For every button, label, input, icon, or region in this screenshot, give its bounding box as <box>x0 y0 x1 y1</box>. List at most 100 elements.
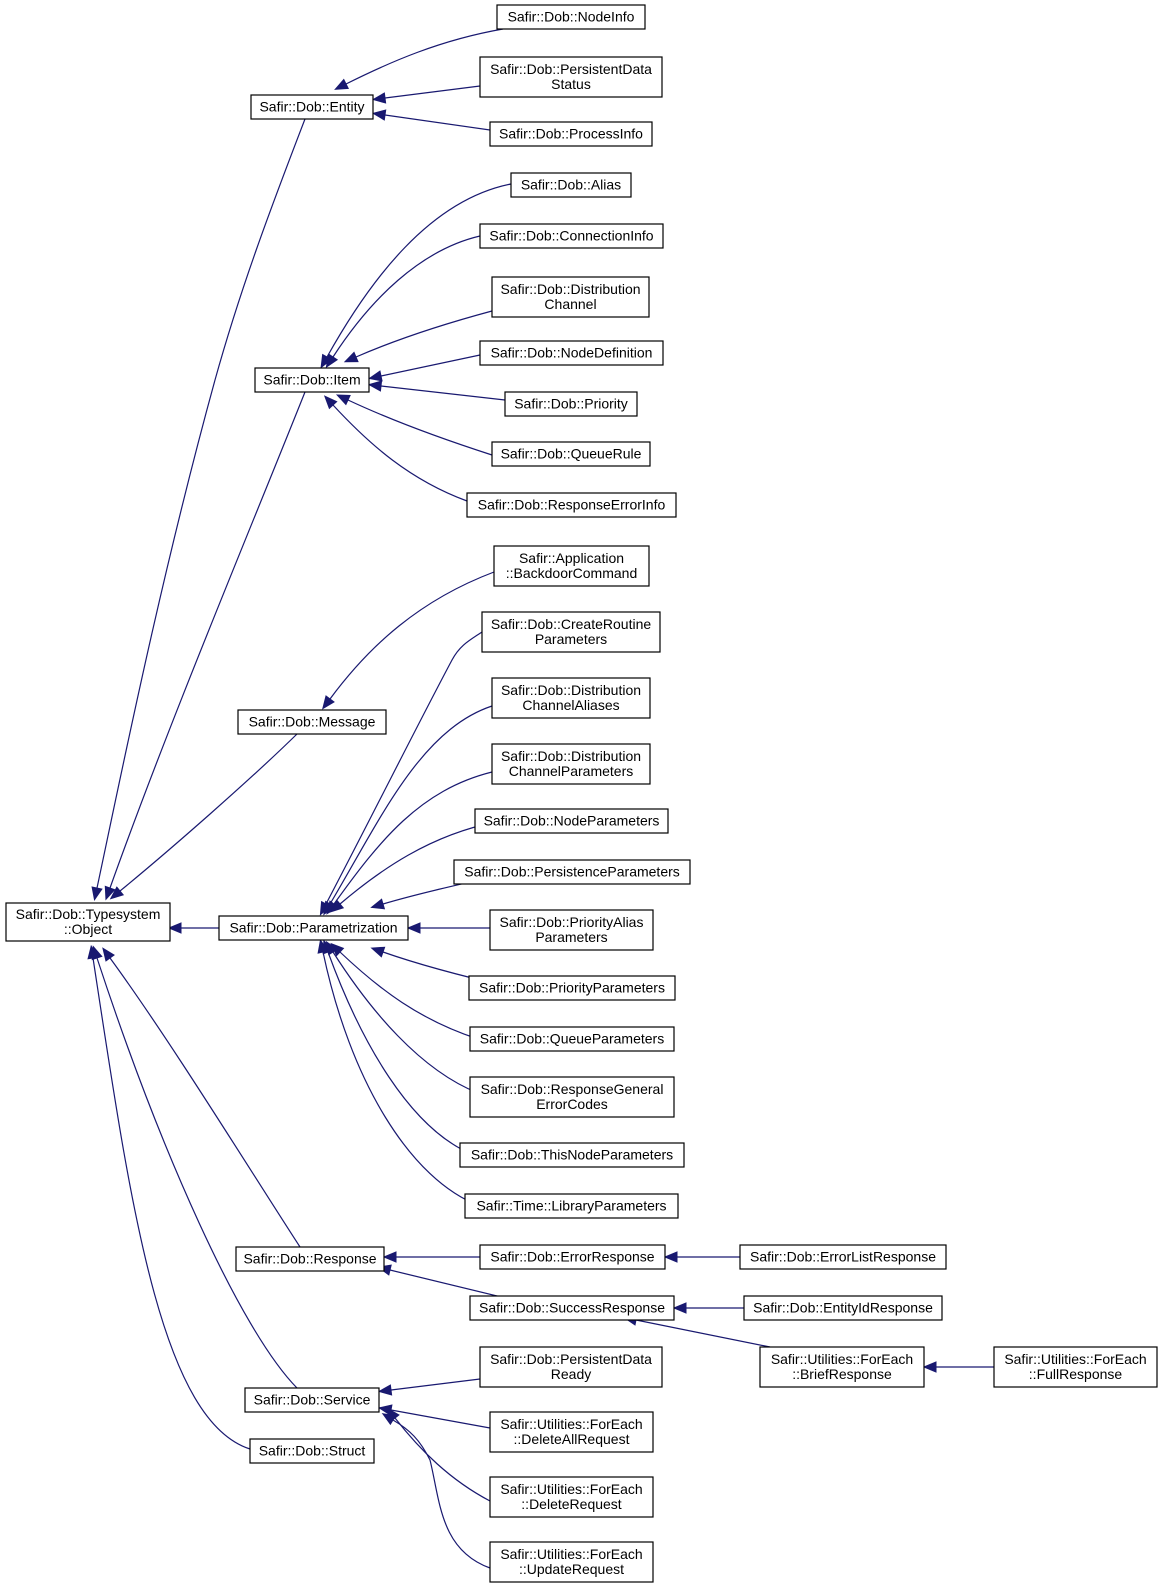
arrowhead <box>370 946 386 958</box>
edge-line <box>380 385 506 401</box>
edge-line <box>347 399 493 456</box>
class-node-entity[interactable]: Safir::Dob::Entity <box>250 94 374 120</box>
edge-line <box>384 85 481 99</box>
class-node-entityidresponse[interactable]: Safir::Dob::EntityIdResponse <box>743 1295 943 1321</box>
class-node-connectioninfo[interactable]: Safir::Dob::ConnectionInfo <box>479 223 664 249</box>
edge-line <box>332 235 481 358</box>
edge-service-to-typesystem <box>91 945 298 1389</box>
edge-errorresponse-to-response <box>382 1251 480 1263</box>
edge-line <box>392 1419 491 1569</box>
arrowhead <box>87 944 99 960</box>
class-node-label: Parameters <box>535 631 607 647</box>
class-node-box <box>479 56 663 98</box>
class-node-label: Safir::Dob::Distribution <box>501 748 641 764</box>
class-node-box <box>493 545 650 587</box>
arrowhead <box>167 922 182 934</box>
arrowhead <box>322 695 335 710</box>
class-node-distributionchannelparameters[interactable]: Safir::Dob::DistributionChannelParameter… <box>491 743 651 785</box>
class-node-box <box>491 276 650 318</box>
class-node-briefresponse[interactable]: Safir::Utilities::ForEach::BriefResponse <box>759 1346 925 1388</box>
class-node-label: ErrorCodes <box>536 1096 608 1112</box>
class-node-label: Safir::Utilities::ForEach <box>1004 1351 1146 1367</box>
class-node-label: Safir::Dob::NodeInfo <box>508 9 635 25</box>
edge-nodedefinition-to-item <box>367 354 481 382</box>
class-node-successresponse[interactable]: Safir::Dob::SuccessResponse <box>469 1295 675 1321</box>
edge-distributionchannel-to-item <box>343 310 493 363</box>
class-node-label: ::UpdateRequest <box>519 1561 624 1577</box>
class-node-label: Safir::Dob::ThisNodeParameters <box>471 1147 673 1163</box>
class-node-box <box>235 1246 385 1272</box>
class-node-label: Safir::Dob::CreateRoutine <box>491 616 652 632</box>
edge-response-to-typesystem <box>102 947 301 1248</box>
class-node-persistenceparameters[interactable]: Safir::Dob::PersistenceParameters <box>453 859 691 885</box>
arrowhead <box>672 1302 687 1314</box>
edge-connectioninfo-to-item <box>325 235 481 369</box>
edge-fullresponse-to-briefresponse <box>922 1361 994 1373</box>
class-node-fullresponse[interactable]: Safir::Utilities::ForEach::FullResponse <box>993 1346 1158 1388</box>
class-node-box <box>479 340 664 366</box>
class-node-errorlistresponse[interactable]: Safir::Dob::ErrorListResponse <box>739 1244 947 1270</box>
class-node-label: Safir::Utilities::ForEach <box>771 1351 913 1367</box>
class-node-errorresponse[interactable]: Safir::Dob::ErrorResponse <box>479 1244 666 1270</box>
class-node-box <box>479 1346 663 1388</box>
edge-line <box>109 391 306 889</box>
class-node-backdoorcommand[interactable]: Safir::Application::BackdoorCommand <box>493 545 650 587</box>
class-node-alias[interactable]: Safir::Dob::Alias <box>510 172 632 198</box>
arrowhead <box>334 78 350 90</box>
edge-nodeparameters-to-parametrization <box>329 821 497 913</box>
class-node-service[interactable]: Safir::Dob::Service <box>244 1387 380 1413</box>
class-node-queuerule[interactable]: Safir::Dob::QueueRule <box>491 441 651 467</box>
class-node-box <box>474 808 669 834</box>
class-node-nodeinfo[interactable]: Safir::Dob::NodeInfo <box>496 4 646 30</box>
class-node-label: Safir::Dob::QueueRule <box>501 446 642 462</box>
class-node-thisnodeparameters[interactable]: Safir::Dob::ThisNodeParameters <box>459 1142 685 1168</box>
class-node-box <box>993 1346 1158 1388</box>
class-node-parametrization[interactable]: Safir::Dob::Parametrization <box>218 915 409 941</box>
class-node-label: Safir::Dob::Priority <box>514 396 628 412</box>
edge-persistentdatastatus-to-entity <box>371 85 481 104</box>
class-node-item[interactable]: Safir::Dob::Item <box>254 367 370 393</box>
edge-line <box>92 957 251 1450</box>
edge-line <box>384 114 491 131</box>
class-node-label: Safir::Dob::NodeParameters <box>484 813 660 829</box>
edge-entityidresponse-to-successresponse <box>672 1302 744 1314</box>
class-node-priority[interactable]: Safir::Dob::Priority <box>504 391 638 417</box>
class-node-priorityparameters[interactable]: Safir::Dob::PriorityParameters <box>468 975 676 1001</box>
class-node-libraryparameters[interactable]: Safir::Time::LibraryParameters <box>464 1193 679 1219</box>
class-node-typesystem[interactable]: Safir::Dob::Typesystem::Object <box>5 902 171 942</box>
class-node-label: Safir::Dob::ResponseErrorInfo <box>478 497 666 513</box>
arrowhead <box>406 922 421 934</box>
class-node-processinfo[interactable]: Safir::Dob::ProcessInfo <box>489 121 653 147</box>
class-node-queueparameters[interactable]: Safir::Dob::QueueParameters <box>469 1026 675 1052</box>
class-node-nodeparameters[interactable]: Safir::Dob::NodeParameters <box>474 808 669 834</box>
class-node-message[interactable]: Safir::Dob::Message <box>237 709 387 735</box>
class-node-label: ::BriefResponse <box>792 1366 892 1382</box>
arrowhead <box>320 353 333 369</box>
arrowhead <box>91 886 103 902</box>
class-node-nodedefinition[interactable]: Safir::Dob::NodeDefinition <box>479 340 664 366</box>
arrowhead <box>663 1251 678 1263</box>
class-node-box <box>491 743 651 785</box>
class-node-deleterequest[interactable]: Safir::Utilities::ForEach::DeleteRequest <box>489 1476 654 1518</box>
class-node-responseerrorinfo[interactable]: Safir::Dob::ResponseErrorInfo <box>466 492 677 518</box>
class-node-struct[interactable]: Safir::Dob::Struct <box>249 1438 375 1464</box>
edge-updaterequest-to-service <box>381 1413 491 1569</box>
class-node-updaterequest[interactable]: Safir::Utilities::ForEach::UpdateRequest <box>489 1541 654 1583</box>
class-node-label: Safir::Time::LibraryParameters <box>476 1198 666 1214</box>
class-node-label: Safir::Dob::QueueParameters <box>480 1031 664 1047</box>
class-node-label: Channel <box>544 296 596 312</box>
arrowhead <box>329 899 345 913</box>
class-node-response[interactable]: Safir::Dob::Response <box>235 1246 385 1272</box>
class-node-box <box>254 367 370 393</box>
class-node-label: ::DeleteAllRequest <box>514 1431 630 1447</box>
arrowhead <box>317 938 329 954</box>
class-node-deleteallrequest[interactable]: Safir::Utilities::ForEach::DeleteAllRequ… <box>489 1411 654 1453</box>
